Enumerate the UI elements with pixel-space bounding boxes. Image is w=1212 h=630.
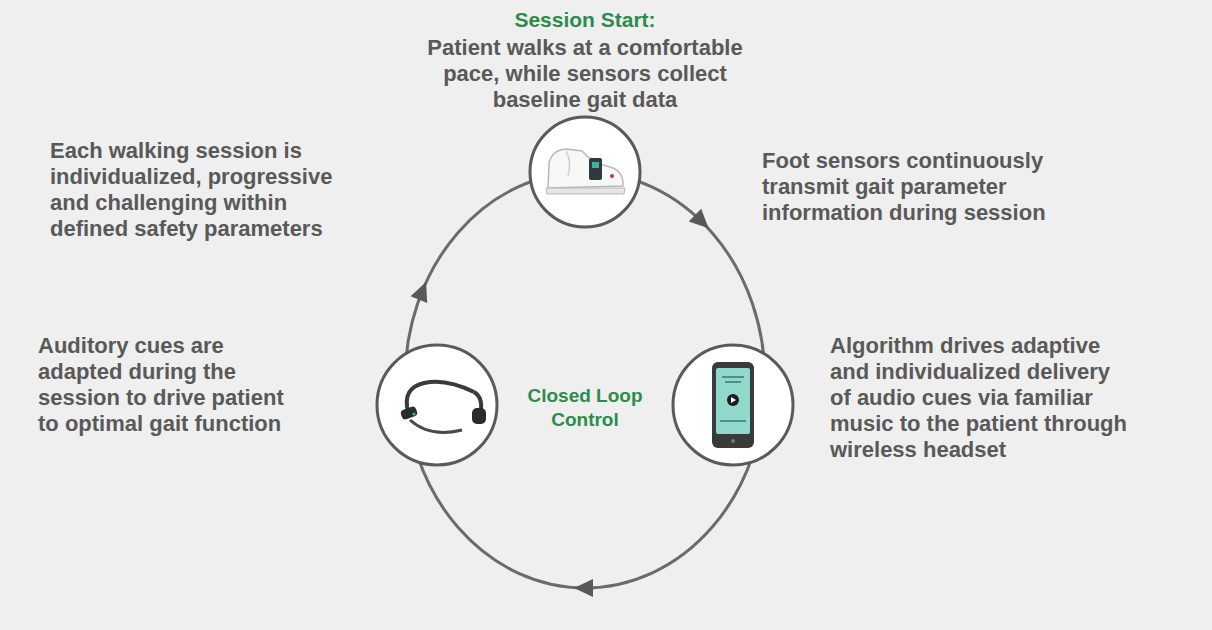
phone-icon [673, 345, 793, 465]
loop-arrowhead [689, 209, 715, 235]
step-description: Each walking session is individualized, … [50, 138, 340, 242]
headset-icon [377, 345, 497, 465]
step-description: Patient walks at a comfortable pace, whi… [420, 35, 750, 113]
loop-arrowhead [574, 579, 593, 597]
step-description: Foot sensors continuously transmit gait … [762, 148, 1062, 226]
step-description: Auditory cues are adapted during the ses… [38, 333, 298, 437]
heading-label: Session Start: [420, 6, 750, 33]
shoe-icon [530, 117, 640, 227]
step-description: Algorithm drives adaptive and individual… [830, 333, 1131, 463]
center-label: Closed Loop Control [510, 384, 660, 432]
loop-arrowhead [411, 279, 435, 303]
